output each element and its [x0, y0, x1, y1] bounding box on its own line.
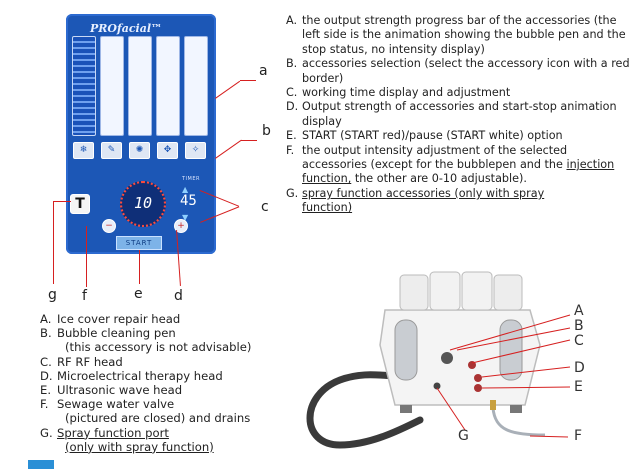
accessory-ultrasonic-icon[interactable]: ✧: [185, 142, 206, 159]
legend-a: A.Ice cover repair head: [40, 312, 181, 326]
legend-b: B.Bubble cleaning pen(this accessory is …: [40, 326, 252, 355]
holder-1: [399, 274, 429, 311]
callout-d: d: [174, 288, 183, 304]
strength-bar-1: [72, 36, 96, 136]
port-g: [433, 382, 441, 390]
callout-b: b: [262, 123, 271, 139]
callout-g: g: [48, 287, 57, 303]
accessory-pen-icon[interactable]: ✎: [101, 142, 122, 159]
callout-line-e: [139, 250, 140, 284]
port-d: [474, 374, 482, 382]
device-label-a: A: [574, 303, 584, 319]
callout-e: e: [134, 286, 143, 302]
device-label-g: G: [458, 428, 469, 444]
device-label-b: B: [574, 318, 584, 334]
plus-knob-icon[interactable]: +: [174, 219, 188, 233]
accessory-ice-icon[interactable]: ❄: [73, 142, 94, 159]
legend-g: G.Spray function port(only with spray fu…: [40, 425, 214, 454]
callout-f: f: [82, 288, 87, 304]
callout-a: a: [259, 63, 268, 79]
legend-e: E.Ultrasonic wave head: [40, 383, 183, 398]
note-f: F.the output intensity adjustment of the…: [286, 143, 615, 186]
callout-line-b-tail: [241, 140, 257, 141]
strength-bar-4: [156, 36, 180, 136]
strength-display: 10: [120, 181, 166, 227]
device-illustration: [306, 271, 571, 449]
callout-line-a: [215, 80, 241, 99]
note-g: G.spray function accessories (only with …: [286, 186, 545, 215]
device-label-c: C: [574, 333, 584, 349]
panel-notes: A.the output strength progress bar of th…: [286, 14, 631, 216]
chrome-cylinder-left: [394, 319, 418, 381]
legend-f: F.Sewage water valve(pictured are closed…: [40, 397, 251, 426]
port-a: [441, 352, 453, 364]
device-label-e: E: [574, 379, 583, 395]
note-c: C.working time display and adjustment: [286, 86, 511, 100]
strength-bar-2: [100, 36, 124, 136]
callout-line-f: [86, 226, 87, 287]
timer-value: 45: [180, 193, 197, 209]
drain-tube-icon: [491, 407, 546, 437]
accessory-rf-icon[interactable]: ✺: [129, 142, 150, 159]
control-panel: PROfacial™ ❄ ✎ ✺ ✥ ✧ T 10 TIMER ▲ 45 ▼ −…: [66, 14, 216, 254]
accessory-legend: A.Ice cover repair head B.Bubble cleanin…: [40, 312, 290, 454]
holder-3: [461, 271, 493, 311]
callout-line-g-top: [53, 201, 71, 202]
note-d: D.Output strength of accessories and sta…: [286, 100, 617, 128]
chrome-cylinder-right: [499, 319, 523, 381]
strength-bar-3: [128, 36, 152, 136]
corner-tab: [28, 460, 54, 469]
legend-d: D.Microelectrical therapy head: [40, 368, 223, 383]
holder-4: [493, 274, 523, 311]
strength-bar-5: [184, 36, 208, 136]
drain-valve: [490, 400, 496, 410]
minus-knob-icon[interactable]: −: [102, 219, 116, 233]
note-b: B.accessories selection (select the acce…: [286, 57, 630, 85]
note-a: A.the output strength progress bar of th…: [286, 14, 626, 56]
device-label-d: D: [574, 360, 585, 376]
legend-c: C.RF RF head: [40, 354, 123, 369]
brand-logo: PROfacial™: [90, 22, 163, 35]
holder-2: [429, 271, 461, 311]
callout-line-b: [215, 139, 242, 159]
note-e: E.START (START red)/pause (START white) …: [286, 129, 563, 143]
callout-line-g: [53, 201, 54, 284]
strength-value: 10: [133, 194, 153, 212]
leg-left: [400, 405, 412, 413]
timer-down-icon[interactable]: ▼: [182, 213, 189, 222]
selected-accessory-icon[interactable]: T: [70, 194, 90, 214]
port-e: [474, 384, 482, 392]
accessory-micro-icon[interactable]: ✥: [157, 142, 178, 159]
timer-up-icon[interactable]: ▲: [182, 185, 189, 194]
callout-line-a-tail: [240, 80, 256, 81]
timer-label: TIMER: [182, 176, 200, 182]
device-label-f: F: [574, 428, 583, 444]
callout-c: c: [261, 199, 269, 215]
start-button[interactable]: START: [116, 236, 162, 250]
leg-right: [510, 405, 522, 413]
